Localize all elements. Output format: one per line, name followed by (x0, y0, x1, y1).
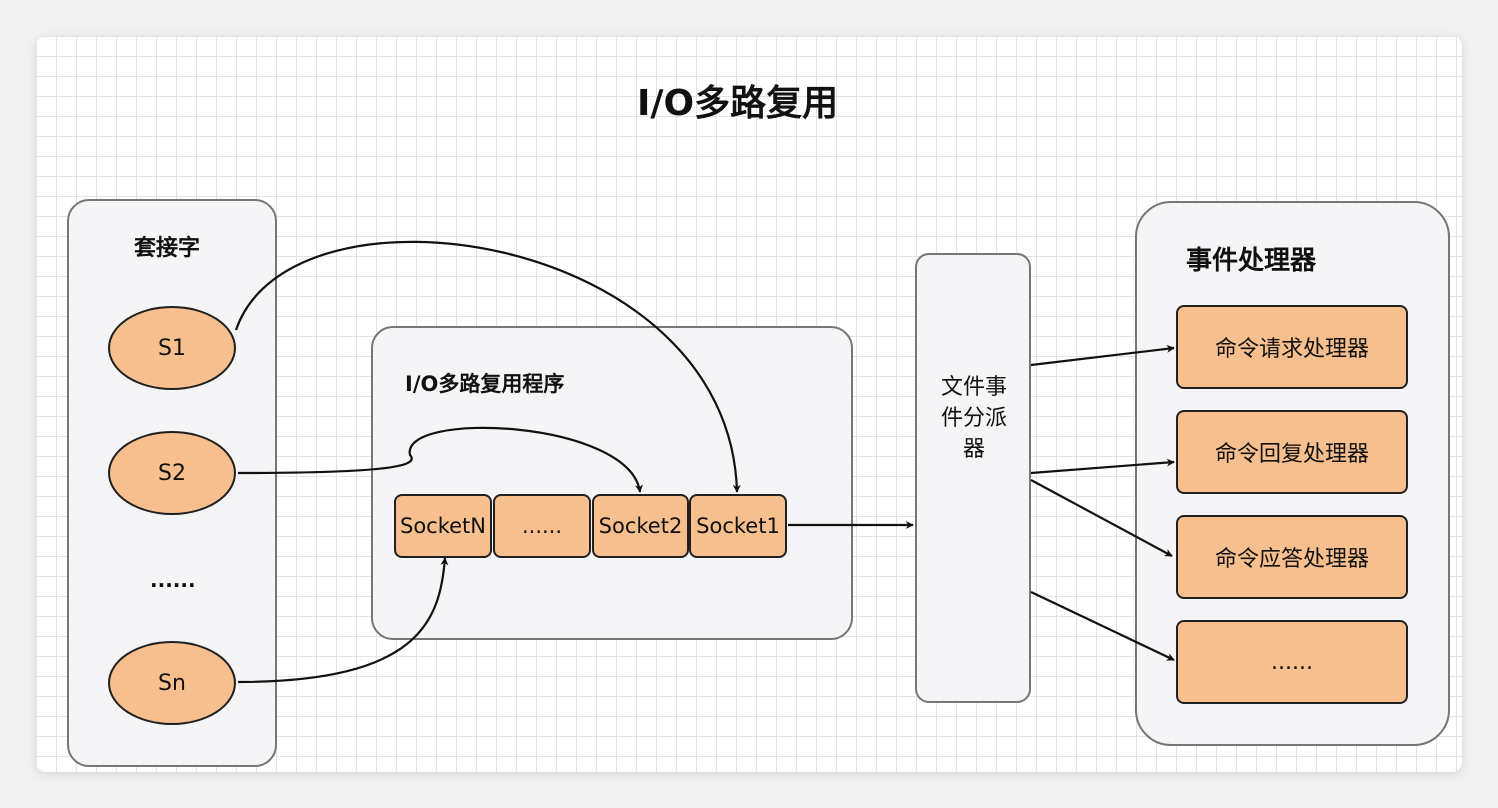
queue-socket1: Socket1 (689, 494, 787, 558)
dispatcher-box (915, 253, 1031, 703)
multiplexer-label: I/O多路复用程序 (405, 372, 565, 396)
socket-sn: Sn (108, 641, 236, 725)
handler-command-request: 命令请求处理器 (1176, 305, 1408, 389)
handlers-label: 事件处理器 (1186, 246, 1317, 276)
handler-command-reply: 命令回复处理器 (1176, 410, 1408, 494)
queue-ellipsis: ...... (493, 494, 591, 558)
diagram-title: I/O多路复用 (637, 83, 839, 124)
queue-socketn: SocketN (394, 494, 492, 558)
socket-s1: S1 (108, 306, 236, 390)
socket-s2: S2 (108, 431, 236, 515)
socket-ellipsis: ...... (150, 568, 196, 592)
dispatcher-label: 文件事件分派器 (940, 375, 1007, 462)
queue-socket2: Socket2 (592, 494, 689, 558)
handler-ellipsis: ...... (1176, 620, 1408, 704)
handler-command-response: 命令应答处理器 (1176, 515, 1408, 599)
sockets-label: 套接字 (134, 236, 201, 261)
